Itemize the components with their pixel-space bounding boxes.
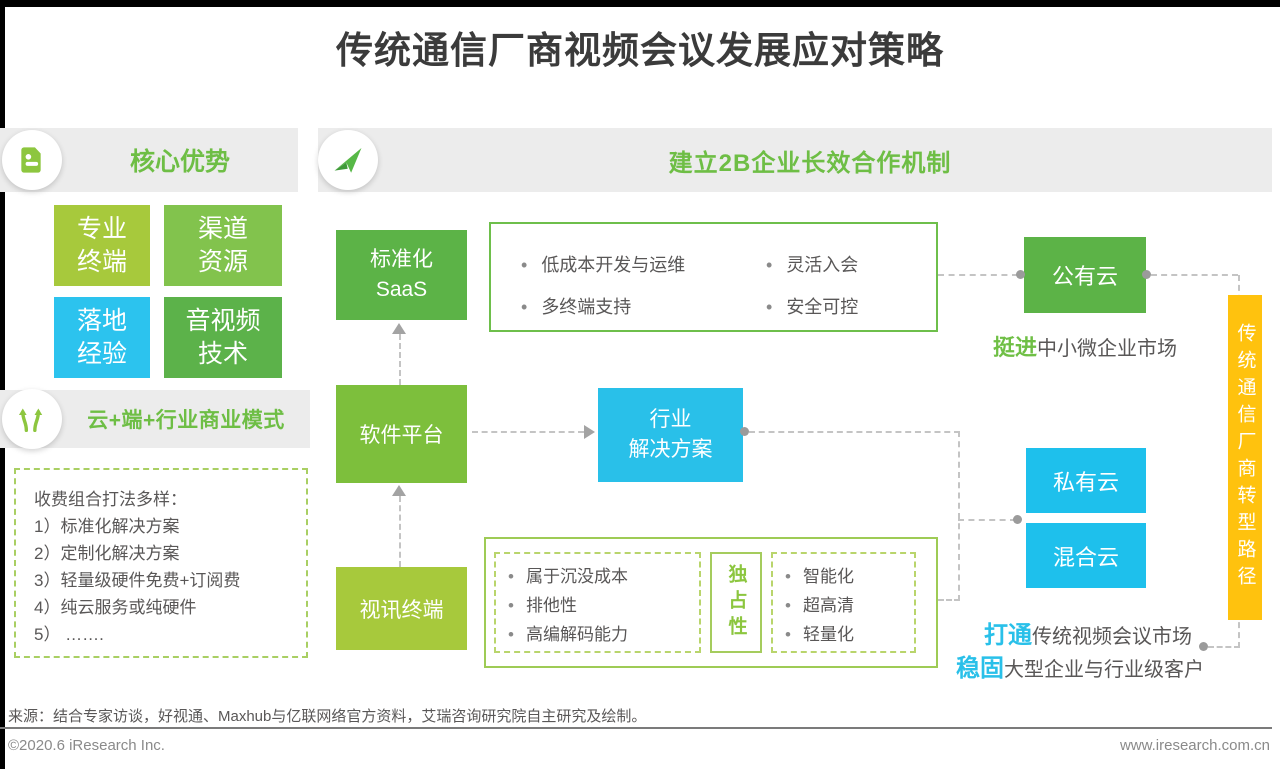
exclusivity-label: 独占性 bbox=[710, 552, 762, 653]
note-icon bbox=[2, 130, 62, 190]
connector-line bbox=[749, 431, 960, 433]
public-cloud-box: 公有云 bbox=[1024, 237, 1146, 313]
connector-dot bbox=[1199, 642, 1208, 651]
statement-rest: 中小微企业市场 bbox=[1037, 338, 1178, 360]
terminal-features-left-list: 属于沉没成本 排他性 高编解码能力 bbox=[508, 562, 699, 649]
statement-secure-large-clients: 稳固大型企业与行业级客户 bbox=[956, 648, 1204, 683]
cooperation-title: 建立2B企业长效合作机制 bbox=[668, 150, 952, 177]
connector-line bbox=[958, 431, 960, 601]
connector-line bbox=[399, 334, 401, 385]
advantage-box-av-technology: 音视频 技术 bbox=[164, 297, 282, 378]
pricing-line: 收费组合打法多样： bbox=[34, 490, 187, 509]
fork-arrows-icon bbox=[2, 389, 62, 449]
connector-line bbox=[1208, 646, 1240, 648]
connector-dot bbox=[1016, 270, 1025, 279]
screen-edge-top bbox=[0, 0, 1280, 7]
saas-benefits-left-list: 低成本开发与运维 多终端支持 bbox=[521, 244, 766, 330]
standard-saas-box: 标准化 SaaS bbox=[336, 230, 467, 320]
statement-lead: 挺进 bbox=[993, 335, 1038, 360]
private-cloud-box: 私有云 bbox=[1026, 448, 1146, 513]
transformation-path-bar: 传统通信厂商转型路径 bbox=[1228, 295, 1262, 620]
statement-rest: 大型企业与行业级客户 bbox=[1004, 659, 1204, 681]
connector-dot bbox=[1013, 515, 1022, 524]
list-item: 排他性 bbox=[508, 591, 699, 620]
statement-lead: 稳固 bbox=[956, 655, 1004, 682]
list-item: 属于沉没成本 bbox=[508, 562, 699, 591]
connector-line bbox=[938, 599, 960, 601]
website-url: www.iresearch.com.cn bbox=[1119, 737, 1270, 754]
copyright-text: ©2020.6 iResearch Inc. bbox=[8, 737, 165, 754]
pricing-line: 4）纯云服务或纯硬件 bbox=[34, 598, 197, 617]
list-item: 轻量化 bbox=[785, 620, 914, 649]
connector-line bbox=[1151, 274, 1238, 276]
statement-rest: 传统视频会议市场 bbox=[1032, 626, 1192, 648]
terminal-features-right-list: 智能化 超高清 轻量化 bbox=[785, 562, 914, 649]
connector-line bbox=[472, 431, 584, 433]
page-title: 传统通信厂商视频会议发展应对策略 bbox=[336, 30, 944, 71]
saas-benefits-box: 低成本开发与运维 多终端支持 灵活入会 安全可控 bbox=[489, 222, 938, 332]
connector-dot bbox=[740, 427, 749, 436]
pricing-line: 2）定制化解决方案 bbox=[34, 544, 180, 563]
arrow-right-icon bbox=[584, 425, 595, 439]
core-advantage-title: 核心优势 bbox=[129, 148, 230, 176]
source-note: 来源：结合专家访谈，好视通、Maxhub与亿联网络官方资料，艾瑞咨询研究院自主研… bbox=[8, 708, 647, 725]
saas-benefits-right-list: 灵活入会 安全可控 bbox=[766, 244, 858, 330]
list-item: 高编解码能力 bbox=[508, 620, 699, 649]
cooperation-band bbox=[318, 128, 1272, 192]
arrow-up-icon bbox=[392, 323, 406, 334]
pricing-line: 1）标准化解决方案 bbox=[34, 517, 180, 536]
advantage-box-landing-experience: 落地 经验 bbox=[54, 297, 150, 378]
list-item: 智能化 bbox=[785, 562, 914, 591]
pricing-line: 5） ……. bbox=[34, 625, 104, 644]
pricing-line: 3）轻量级硬件免费+订阅费 bbox=[34, 571, 241, 590]
statement-lead: 打通 bbox=[984, 622, 1032, 649]
connector-dot bbox=[1142, 270, 1151, 279]
statement-advance-sme: 挺进中小微企业市场 bbox=[993, 330, 1177, 362]
industry-solution-box: 行业 解决方案 bbox=[598, 388, 743, 482]
arrow-up-icon bbox=[392, 485, 406, 496]
terminal-features-right-box: 智能化 超高清 轻量化 bbox=[771, 552, 916, 653]
terminal-features-left-box: 属于沉没成本 排他性 高编解码能力 bbox=[494, 552, 701, 653]
business-model-title: 云+端+行业商业模式 bbox=[87, 409, 285, 432]
list-item: 安全可控 bbox=[766, 286, 858, 328]
terminal-features-box: 属于沉没成本 排他性 高编解码能力 独占性 智能化 超高清 轻量化 bbox=[484, 537, 938, 668]
connector-line bbox=[938, 274, 1018, 276]
pricing-strategies-box: 收费组合打法多样： 1）标准化解决方案 2）定制化解决方案 3）轻量级硬件免费+… bbox=[14, 468, 308, 658]
footer-divider bbox=[0, 727, 1272, 729]
list-item: 低成本开发与运维 bbox=[521, 244, 766, 286]
hybrid-cloud-box: 混合云 bbox=[1026, 523, 1146, 588]
list-item: 灵活入会 bbox=[766, 244, 858, 286]
list-item: 超高清 bbox=[785, 591, 914, 620]
connector-line bbox=[399, 496, 401, 567]
statement-open-traditional-market: 打通传统视频会议市场 bbox=[984, 615, 1192, 650]
screen-edge-left bbox=[0, 0, 5, 769]
connector-line bbox=[958, 519, 1016, 521]
list-item: 多终端支持 bbox=[521, 286, 766, 328]
advantage-box-professional-terminal: 专业 终端 bbox=[54, 205, 150, 286]
video-terminal-box: 视讯终端 bbox=[336, 567, 467, 650]
paper-plane-icon bbox=[318, 130, 378, 190]
software-platform-box: 软件平台 bbox=[336, 385, 467, 483]
advantage-box-channel-resources: 渠道 资源 bbox=[164, 205, 282, 286]
